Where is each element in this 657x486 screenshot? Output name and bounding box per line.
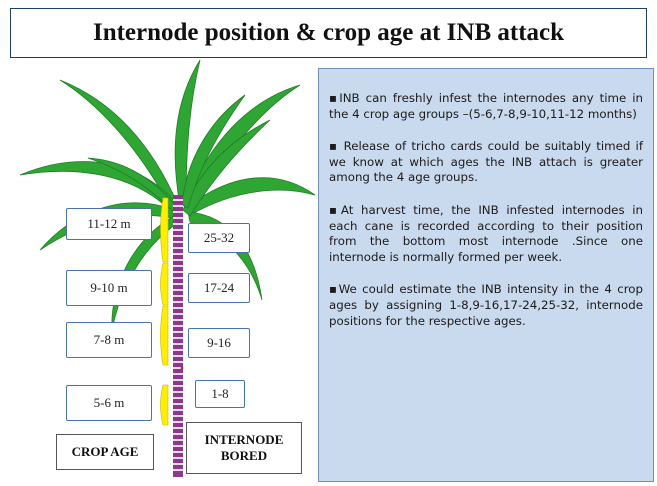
info-bullet: ▪INB can freshly infest the internodes a…	[329, 91, 643, 121]
internode-bored-caption-line1: INTERNODE	[204, 432, 284, 447]
crop-age-label-7-8: 7-8 m	[66, 322, 152, 358]
internode-label-17-24: 17-24	[188, 273, 250, 303]
internode-bored-caption: INTERNODE BORED	[186, 422, 302, 474]
internode-label-9-16: 9-16	[188, 328, 250, 358]
info-bullet: ▪ Release of tricho cards could be suita…	[329, 139, 643, 185]
crop-age-caption: CROP AGE	[56, 434, 154, 470]
internode-label-1-8: 1-8	[195, 380, 245, 408]
bracket-7-8	[160, 305, 169, 366]
age-brackets	[160, 197, 169, 426]
bracket-9-10	[160, 262, 169, 306]
info-bullet: ▪At harvest time, the INB infested inter…	[329, 202, 643, 264]
crop-age-label-9-10: 9-10 m	[66, 270, 152, 306]
title-box: Internode position & crop age at INB att…	[10, 8, 647, 58]
info-panel: ▪INB can freshly infest the internodes a…	[318, 68, 654, 482]
bracket-11-12	[160, 197, 169, 263]
internode-bored-caption-line2: BORED	[220, 448, 268, 463]
bracket-5-6	[160, 384, 169, 426]
internode-label-25-32: 25-32	[188, 223, 250, 253]
page-title: Internode position & crop age at INB att…	[92, 19, 565, 46]
info-bullet: ▪We could estimate the INB intensity in …	[329, 282, 643, 328]
cane-stalk	[173, 195, 183, 477]
crop-age-label-11-12: 11-12 m	[66, 208, 152, 240]
crop-age-label-5-6: 5-6 m	[66, 385, 152, 421]
